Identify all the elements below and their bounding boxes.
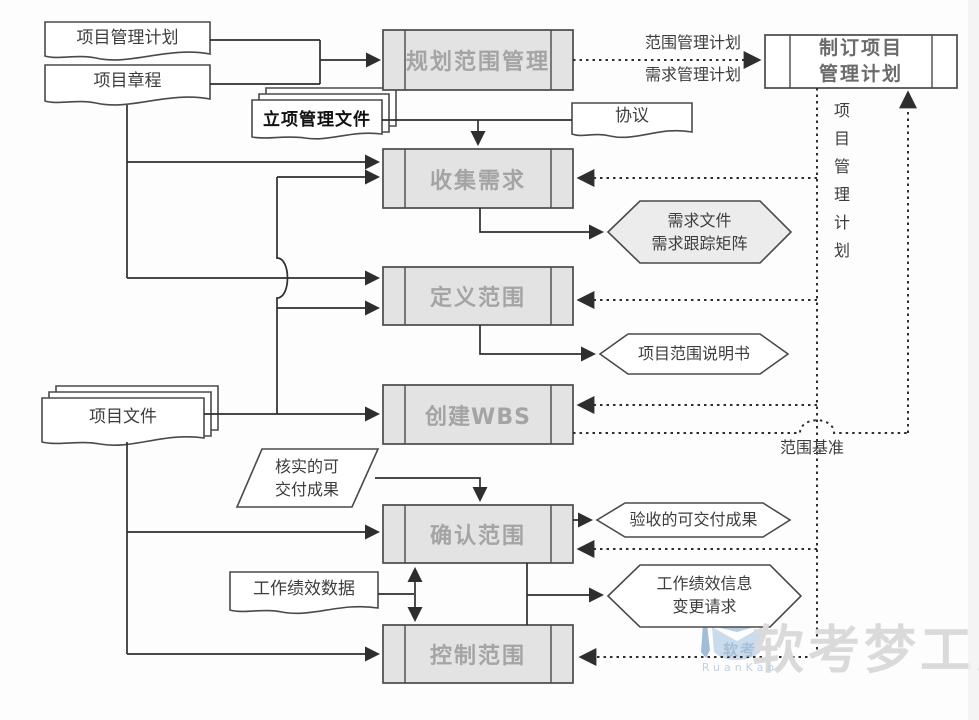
node-label: 收集需求 [429,168,526,194]
node-label-line2: 交付成果 [274,480,339,499]
node-agreements: 协议 [572,103,692,131]
node-label: 项目范围说明书 [637,344,750,364]
node-validate-scope: 确认范围 [405,505,551,563]
doc-initiation-front [251,99,383,140]
process-box-bands [404,30,552,683]
edge-label-scope-mgmt-plan: 范围管理计划 [644,33,741,52]
node-project-mgmt-plan: 项目管理计划 [45,22,210,56]
scan-edge-shade [968,0,979,720]
node-label: 项目文件 [89,407,157,428]
hex-wpi-change-req [606,564,803,628]
watermark-logo-subtext: RuanKao [701,660,779,674]
node-label-line2: 管理计划 [818,62,903,85]
hexagon-shapes [595,200,803,628]
solid-connectors [126,39,605,662]
document-shapes [41,21,693,615]
doc-projectdocs-front [41,397,205,446]
hex-req-docs [606,200,793,264]
node-define-scope: 定义范围 [405,267,551,325]
node-label: 工作绩效数据 [253,579,355,600]
doc-agreements-shape [571,102,693,139]
node-work-perf-data: 工作绩效数据 [230,574,378,606]
node-scope-statement: 项目范围说明书 [600,336,788,372]
node-project-charter: 项目章程 [45,65,210,99]
node-label-line1: 制订项目 [818,36,903,59]
node-wpi-change-req: 工作绩效信息 变更请求 [608,567,801,623]
node-plan-scope-mgmt: 规划范围管理 [405,30,551,90]
node-label: 定义范围 [429,286,526,311]
box-plan-scope-mgmt [382,29,574,91]
node-project-docs: 项目文件 [42,398,204,438]
node-label: 控制范围 [429,644,526,669]
node-develop-pm-plan: 制订项目 管理计划 [790,35,932,88]
node-label: 规划范围管理 [405,50,550,75]
hex-accepted-deliverables [595,502,792,538]
node-verified-deliverables: 核实的可 交付成果 [248,452,366,504]
node-label: 项目管理计划 [76,28,179,49]
node-label-line2: 需求跟踪矩阵 [651,234,748,253]
box-define-scope [382,266,574,326]
edge-label-pm-plan-vertical: 项目管理计划 [831,102,850,270]
watermark-brand: 软考梦工厂 [752,621,979,681]
watermark-logo-text: 软考 [722,640,757,659]
box-control-scope [382,624,574,684]
node-label: 确认范围 [429,524,526,549]
box-develop-pm-plan [764,34,958,89]
node-label: 项目章程 [93,71,162,92]
doc-project-mgmt-plan-shape [44,21,211,61]
box-create-wbs [382,384,574,445]
node-label-line1: 需求文件 [667,210,732,230]
doc-project-charter-shape [44,64,211,106]
node-label: 创建WBS [425,404,531,430]
edge-label-req-mgmt-plan: 需求管理计划 [644,65,741,84]
dotted-connectors [573,51,917,666]
node-req-docs: 需求文件 需求跟踪矩阵 [608,203,791,261]
node-label: 验收的可交付成果 [629,510,758,530]
node-accepted-deliverables: 验收的可交付成果 [597,505,790,535]
hex-scope-statement [598,333,790,375]
edge-label-scope-baseline: 范围基准 [779,438,844,457]
node-label-line1: 核实的可 [274,456,339,476]
node-label: 协议 [615,106,649,127]
node-label-line2: 变更请求 [672,597,737,616]
node-collect-requirements: 收集需求 [405,149,551,208]
doc-work-perf-data-shape [229,571,379,615]
process-boxes [382,29,574,684]
box-validate-scope [382,504,574,564]
node-label-line1: 工作绩效信息 [656,573,753,593]
node-initiation-docs: 立项管理文件 [252,100,382,134]
node-control-scope: 控制范围 [405,625,551,683]
node-create-wbs: 创建WBS [405,385,551,444]
node-label: 立项管理文件 [263,109,371,130]
box-collect-requirements [382,148,574,209]
parallelogram-verified-deliverables [235,448,380,508]
